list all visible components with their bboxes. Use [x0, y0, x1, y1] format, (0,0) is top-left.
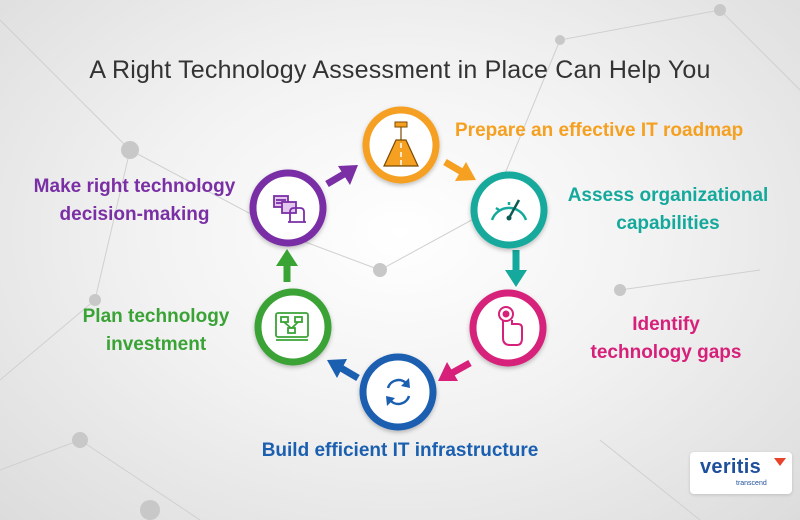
arrow-prepare-to-assess — [443, 158, 476, 181]
arrow-plan-to-make — [276, 249, 298, 282]
decision-hand-icon — [273, 195, 306, 223]
touch-hand-icon — [498, 306, 523, 346]
step-assess-capabilities — [470, 171, 548, 249]
logo-chevron-icon — [774, 458, 786, 466]
step-label-assess: Assess organizational capabilities — [548, 182, 788, 238]
arrow-make-to-prepare — [325, 165, 358, 188]
arrow-assess-to-identify — [505, 250, 527, 287]
step-label-prepare: Prepare an effective IT roadmap — [455, 117, 785, 145]
arrow-identify-to-build — [438, 359, 472, 381]
step-label-build: Build efficient IT infrastructure — [200, 437, 600, 465]
label-line: Prepare an effective IT roadmap — [455, 120, 744, 141]
speedometer-icon — [490, 199, 528, 221]
step-build-infrastructure — [359, 353, 437, 431]
label-line: Make right technology — [33, 176, 236, 197]
label-line: Plan technology — [82, 306, 230, 327]
logo-wordmark: veritis — [700, 456, 762, 478]
arrow-build-to-plan — [327, 359, 360, 382]
label-line: technology gaps — [590, 342, 742, 363]
veritis-logo: veritis transcend — [690, 452, 792, 494]
flowchart-screen-icon — [275, 312, 309, 341]
cycle-arrows-icon — [386, 378, 411, 406]
page-title: A Right Technology Assessment in Place C… — [89, 56, 711, 84]
road-icon — [383, 121, 419, 167]
label-line: investment — [105, 334, 207, 355]
step-label-plan: Plan technology investment — [46, 303, 266, 359]
cycle-arrows — [276, 158, 527, 382]
label-line: capabilities — [616, 213, 720, 234]
label-line: decision-making — [59, 204, 210, 225]
logo-tagline: transcend — [736, 480, 767, 487]
label-line: Assess organizational — [567, 185, 769, 206]
label-line: Build efficient IT infrastructure — [261, 440, 539, 461]
step-label-make: Make right technology decision-making — [12, 173, 257, 229]
step-identify-gaps — [469, 289, 547, 367]
step-label-identify: Identify technology gaps — [586, 311, 746, 367]
label-line: Identify — [632, 314, 700, 335]
